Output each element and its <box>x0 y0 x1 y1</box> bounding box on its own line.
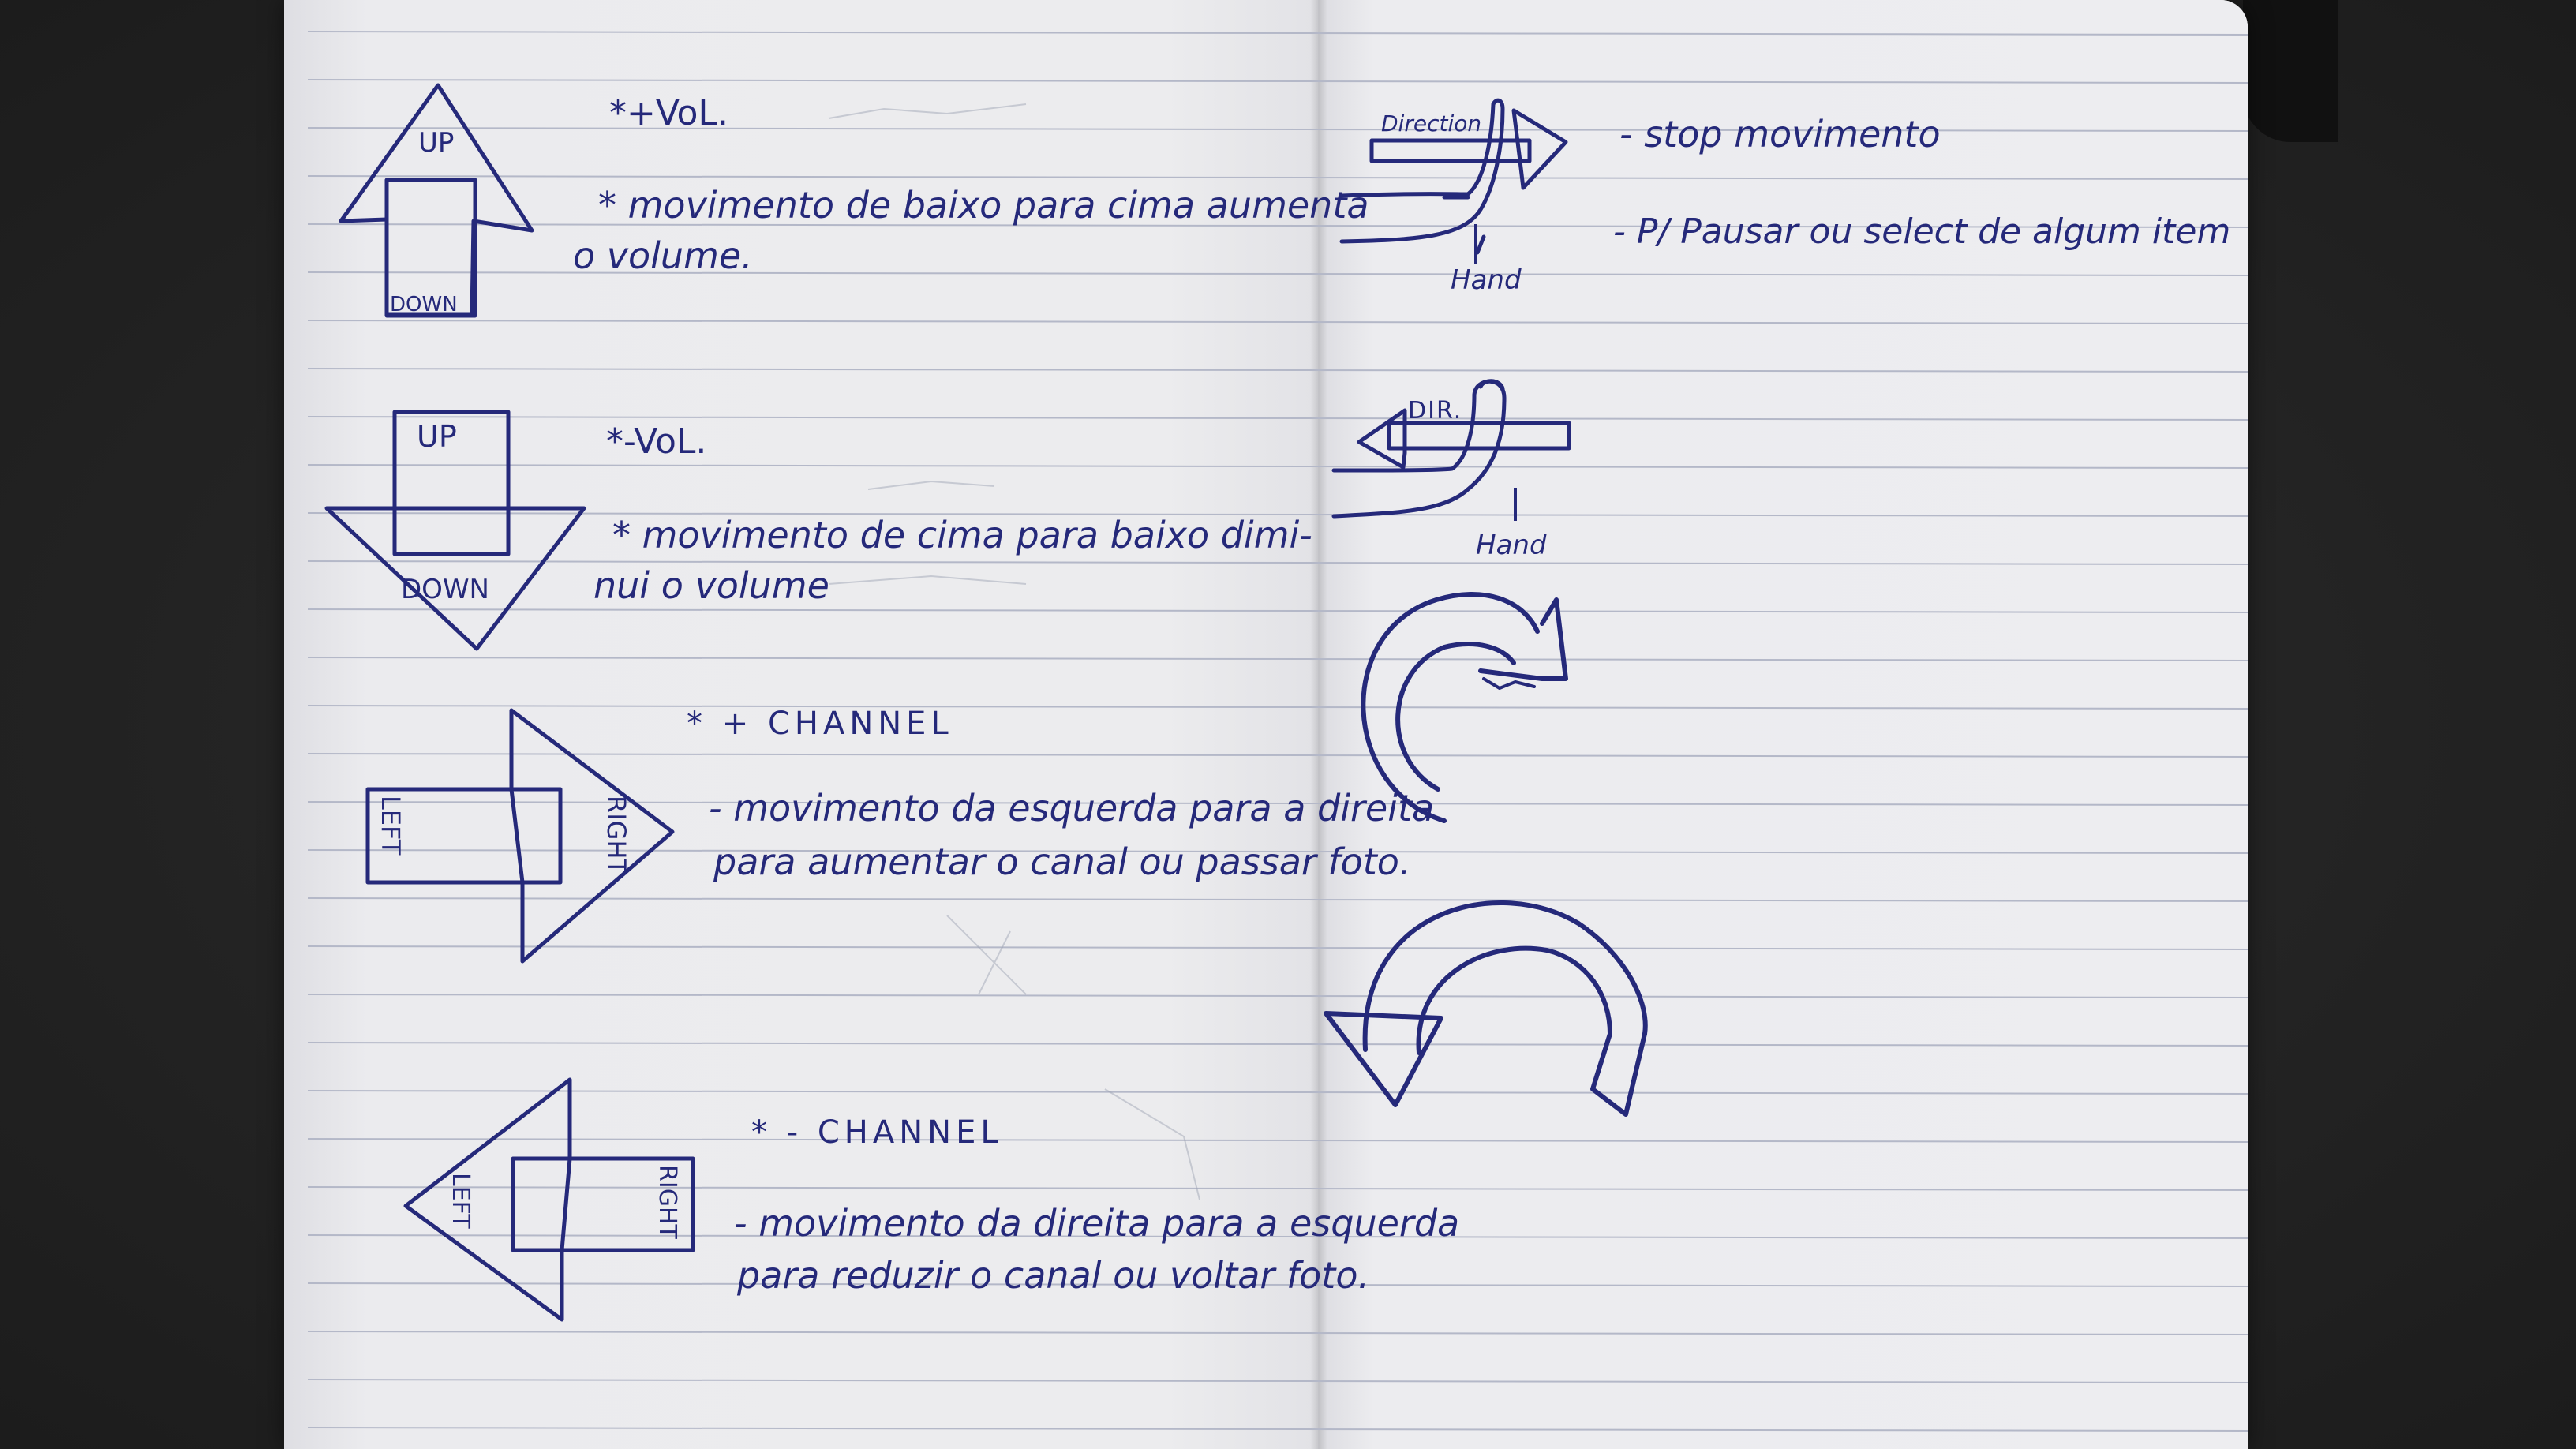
ruled-line <box>307 1138 2248 1143</box>
channel-up-desc-line1: - movimento da esquerda para a direita <box>709 787 1434 829</box>
channel-up-right-label: RIGHT <box>601 796 631 875</box>
ruled-line <box>307 320 2248 324</box>
ruled-line <box>307 1379 2248 1383</box>
ruled-line <box>307 753 2248 758</box>
channel-down-title: * - CHANNEL <box>751 1114 1003 1151</box>
stop-desc-line2: - P/ Pausar ou select de algum item <box>1613 212 2230 252</box>
channel-up-desc-line2: para aumentar o canal ou passar foto. <box>713 841 1411 883</box>
notebook-elastic-band <box>2243 0 2338 142</box>
faint-erased-marks <box>828 103 1200 1200</box>
vol-down-bottom-label: DOWN <box>401 574 489 605</box>
vol-up-desc-line2: o volume. <box>573 234 753 277</box>
ruled-line <box>307 897 2248 902</box>
ruled-line <box>307 271 2248 276</box>
ruled-line <box>307 849 2248 854</box>
notebook <box>284 0 2248 1449</box>
dir-gesture-drawing <box>1331 379 1571 519</box>
vol-up-top-label: UP <box>418 127 454 159</box>
vol-down-top-label: UP <box>417 419 457 454</box>
ruled-line <box>307 657 2248 661</box>
channel-down-right-label: RIGHT <box>653 1165 681 1239</box>
curved-arrow-counterclockwise <box>1324 900 1648 1117</box>
channel-down-desc-line2: para reduzir o canal ou voltar foto. <box>736 1254 1369 1297</box>
dir-hand-label: Hand <box>1476 530 1547 561</box>
vol-down-desc-line1: * movimento de cima para baixo dimi- <box>612 514 1312 556</box>
left-page <box>284 0 1318 1449</box>
ruled-line <box>307 705 2248 710</box>
notebook-gutter <box>1310 0 1327 1449</box>
channel-down-arrow <box>403 1077 695 1322</box>
ruled-line <box>307 1282 2248 1287</box>
vol-up-arrow <box>339 83 534 318</box>
ruled-line <box>307 1234 2248 1239</box>
vol-up-bottom-label: DOWN <box>390 293 458 316</box>
stop-desc-line1: - stop movimento <box>1619 113 1941 155</box>
channel-up-left-label: LEFT <box>376 796 406 856</box>
ruled-line <box>307 1042 2248 1046</box>
ruled-line <box>307 223 2248 228</box>
ruled-line <box>307 512 2248 517</box>
ruled-line <box>307 1427 2248 1432</box>
vol-down-arrow <box>324 410 586 651</box>
ruled-line <box>307 175 2248 180</box>
dir-label: DIR. <box>1408 397 1462 425</box>
ruled-line <box>307 1186 2248 1191</box>
channel-down-left-label: LEFT <box>447 1173 474 1229</box>
vol-down-desc-line2: nui o volume <box>593 564 829 607</box>
ruled-line <box>307 945 2248 950</box>
vol-up-title: *+VoL. <box>609 93 728 133</box>
vol-up-desc-line1: * movimento de baixo para cima aumenta <box>598 184 1369 227</box>
ruled-line <box>307 1090 2248 1095</box>
channel-up-arrow <box>365 708 675 964</box>
ruled-line <box>307 560 2248 565</box>
ruled-lines <box>307 31 2248 1432</box>
channel-down-desc-line1: - movimento da direita para a esquerda <box>734 1202 1459 1245</box>
ruled-line <box>307 994 2248 998</box>
curved-arrow-clockwise <box>1361 592 1568 823</box>
vol-down-title: *-VoL. <box>606 421 706 462</box>
ruled-line <box>307 1331 2248 1335</box>
ruled-line <box>307 368 2248 373</box>
ruled-line <box>307 79 2248 84</box>
channel-up-title: * + CHANNEL <box>687 706 953 742</box>
ruled-line <box>307 31 2248 36</box>
stop-hand-label: Hand <box>1451 264 1522 296</box>
right-page <box>1318 0 2248 1449</box>
stop-direction-label: Direction <box>1381 110 1481 137</box>
ruled-line <box>307 127 2248 132</box>
ruled-line <box>307 608 2248 613</box>
stop-gesture-drawing <box>1339 98 1568 255</box>
ruled-line <box>307 464 2248 469</box>
ruled-line <box>307 416 2248 421</box>
